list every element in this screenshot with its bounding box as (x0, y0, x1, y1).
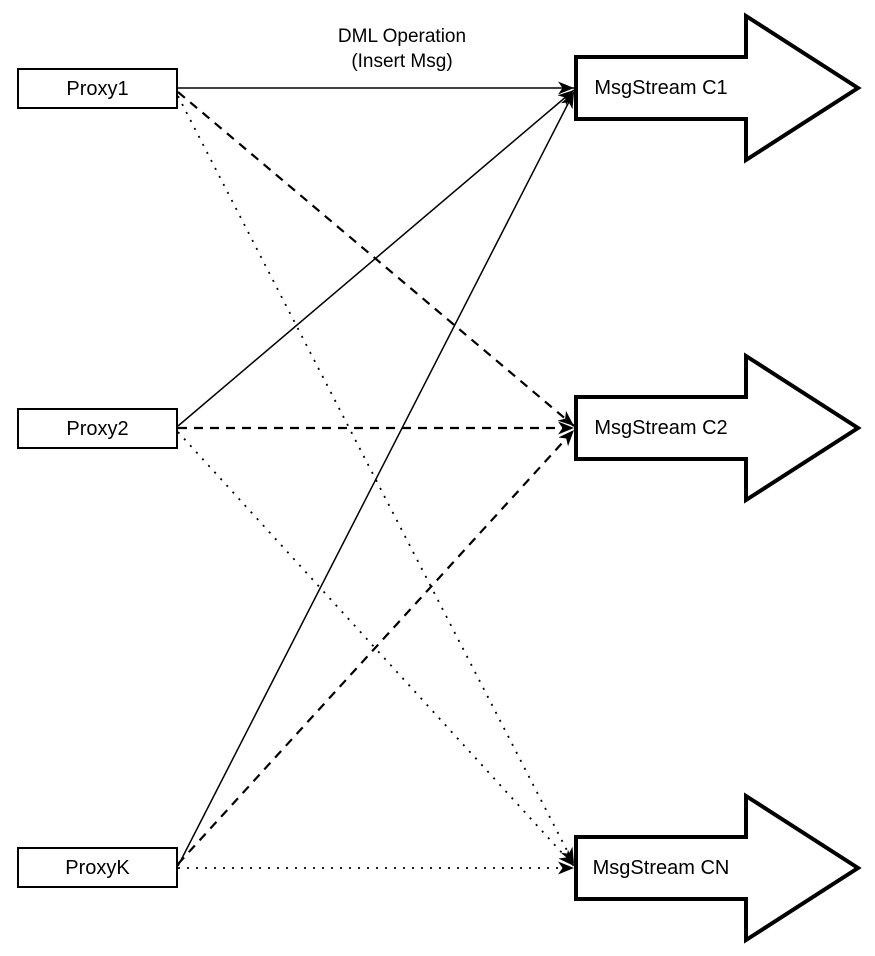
edge-label-dml-operation: DML Operation (Insert Msg) (292, 24, 512, 74)
node-proxyk: ProxyK (17, 847, 178, 888)
edge-proxy1-to-cn (177, 95, 575, 865)
edge-proxy2-to-cn (177, 431, 575, 867)
edge-proxyk-to-c1 (177, 91, 575, 867)
edge-proxyk-to-c2 (177, 429, 575, 865)
node-proxy2: Proxy2 (17, 408, 178, 449)
msgstream-c2-arrow-shape (574, 352, 862, 504)
msgstream-cn-arrow-shape (574, 792, 862, 944)
edge-label-line1: DML Operation (337, 26, 467, 47)
msgstream-c1-arrow-shape (574, 12, 862, 164)
node-proxy1: Proxy1 (17, 68, 178, 109)
node-proxy1-label: Proxy1 (66, 77, 129, 100)
node-proxyk-label: ProxyK (65, 856, 130, 879)
edge-proxy1-to-c2 (177, 91, 575, 427)
edge-label-line2: (Insert Msg) (351, 51, 453, 72)
node-proxy2-label: Proxy2 (66, 417, 129, 440)
